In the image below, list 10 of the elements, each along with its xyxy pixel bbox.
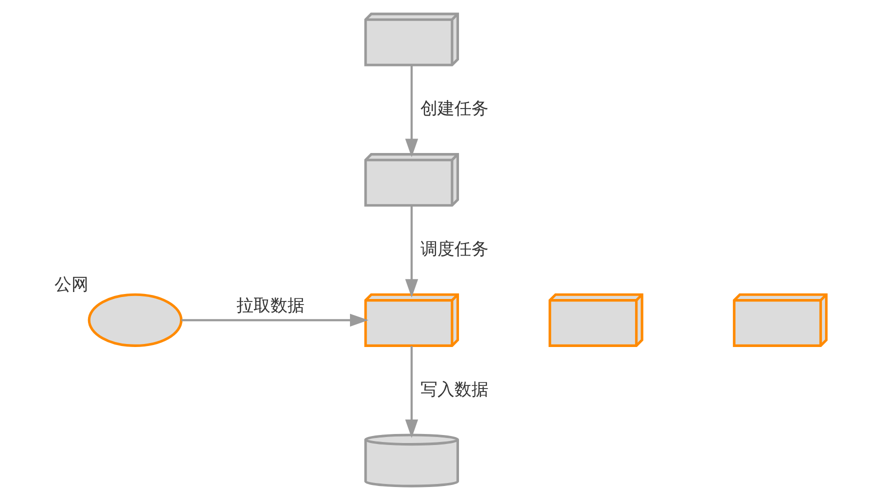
arrow	[405, 346, 418, 438]
edge-label: 写入数据	[420, 380, 488, 400]
node-cloud	[88, 293, 183, 347]
arrow	[181, 314, 368, 327]
edge-label: 调度任务	[420, 239, 488, 260]
arrow	[405, 206, 418, 298]
arrow	[405, 65, 418, 158]
edge-label: 创建任务	[420, 99, 488, 120]
node-label: 公网	[54, 274, 88, 295]
edge-label: 拉取数据	[236, 296, 305, 316]
